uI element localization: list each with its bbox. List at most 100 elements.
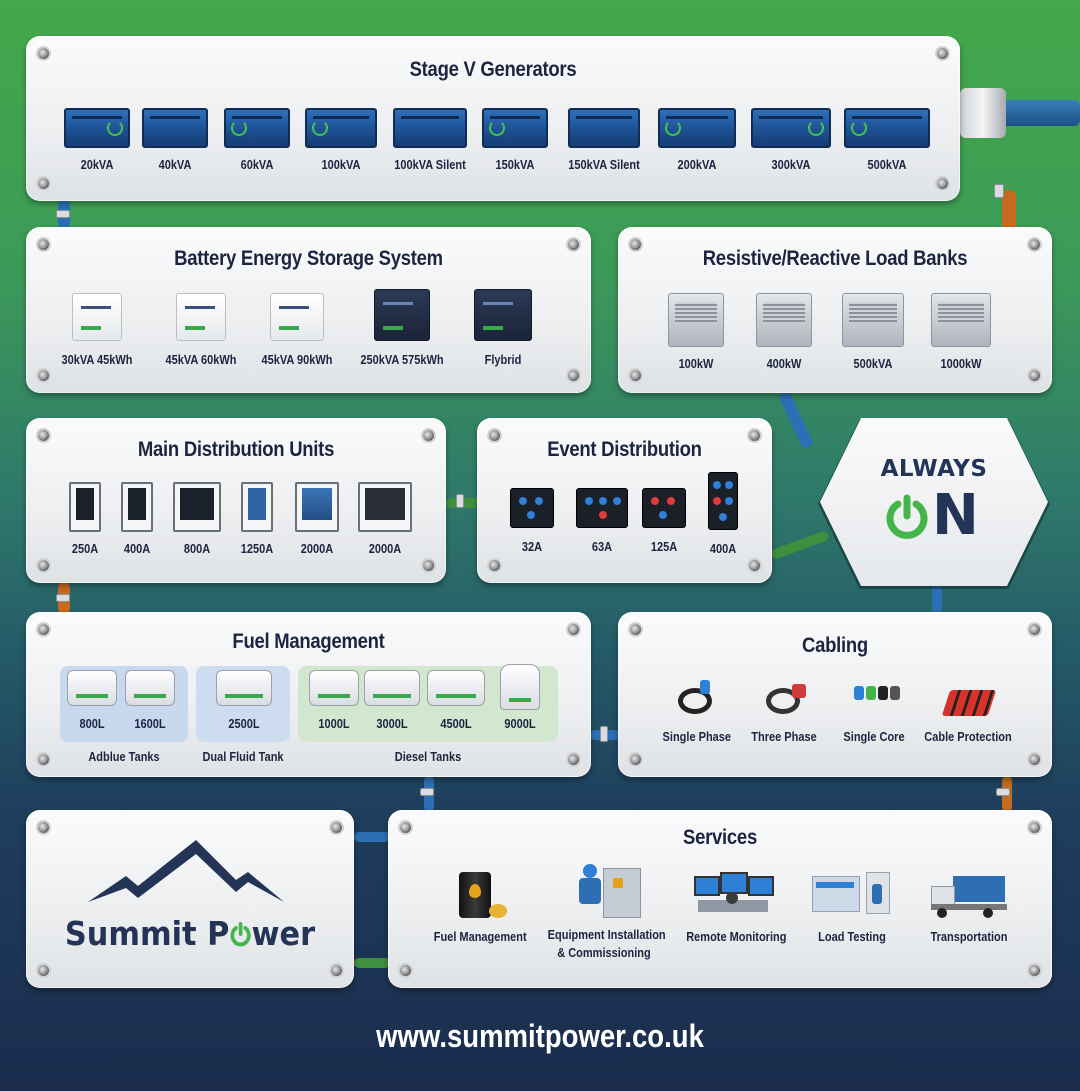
mdu-image	[173, 482, 221, 532]
screw	[1029, 624, 1040, 635]
generator-image	[64, 108, 130, 148]
pipe-green-hex	[770, 530, 830, 560]
event-image	[576, 488, 628, 528]
generator-image	[142, 108, 208, 148]
cable-image	[670, 678, 722, 722]
generator-image	[844, 108, 930, 148]
fuel-item: 800L	[64, 670, 120, 731]
pipe-blue-mid	[777, 390, 815, 450]
generator-image	[568, 108, 640, 148]
event-title: Event Distribution	[547, 438, 702, 461]
fuel-panel: Fuel Management 800L 1600L 2500L 1000L 3…	[26, 612, 591, 777]
generator-item: 100kVA	[300, 108, 382, 172]
screw	[38, 624, 49, 635]
battery-item: 45kVA 90kWh	[252, 293, 342, 367]
fuel-item: 4500L	[424, 670, 488, 731]
services-panel: Services Fuel Management Equipment Insta…	[388, 810, 1052, 988]
event-item: 63A	[571, 488, 633, 554]
generator-image	[305, 108, 377, 148]
screw	[937, 178, 948, 189]
screw	[423, 430, 434, 441]
screw	[423, 560, 434, 571]
pipe-gland	[960, 88, 1006, 138]
generator-item: 150kVA	[474, 108, 556, 172]
screw	[38, 560, 49, 571]
pipe-hex-cabling	[932, 584, 942, 614]
cable-image	[941, 678, 997, 722]
fuel-item: 2500L	[212, 670, 276, 731]
mdu-title: Main Distribution Units	[137, 438, 335, 461]
screw	[1029, 822, 1040, 833]
cable-image	[848, 678, 900, 722]
mdu-item: 250A	[60, 482, 110, 556]
screw	[331, 822, 342, 833]
mdu-item: 400A	[112, 482, 162, 556]
pipe-clip	[996, 788, 1010, 796]
remote-monitoring-icon	[690, 868, 774, 922]
mdu-image	[121, 482, 153, 532]
pipe-brand-services-1	[354, 832, 390, 842]
generator-image	[482, 108, 548, 148]
pipe-clip	[456, 494, 464, 508]
mdu-image	[69, 482, 101, 532]
cable-image	[758, 678, 810, 722]
cabling-panel: Cabling Single Phase Three Phase Single …	[618, 612, 1052, 777]
truck-icon	[927, 868, 1011, 922]
screw	[1029, 754, 1040, 765]
screw	[1029, 965, 1040, 976]
loadbanks-panel: Resistive/Reactive Load Banks 100kW 400k…	[618, 227, 1052, 393]
screw	[38, 48, 49, 59]
screw	[937, 48, 948, 59]
screw	[749, 430, 760, 441]
battery-item: 45kVA 60kWh	[156, 293, 246, 367]
screw	[38, 430, 49, 441]
generator-image	[658, 108, 736, 148]
mdu-item: 2000A	[352, 482, 418, 556]
event-item: 400A	[701, 472, 745, 556]
tank-image	[309, 670, 359, 706]
generator-item: 500kVA	[842, 108, 932, 172]
battery-image	[374, 289, 430, 341]
generators-title: Stage V Generators	[409, 58, 577, 81]
cable-item: Single Core	[834, 678, 914, 744]
screw	[630, 624, 641, 635]
event-item: 32A	[507, 488, 557, 554]
service-item: Load Testing	[804, 868, 900, 944]
battery-title: Battery Energy Storage System	[174, 247, 443, 270]
fuel-group-label: Dual Fluid Tank	[202, 750, 284, 764]
generator-item: 300kVA	[748, 108, 834, 172]
pipe-brand-services-2	[354, 958, 390, 968]
screw	[331, 965, 342, 976]
cable-item: Single Phase	[658, 678, 734, 744]
tank-image	[364, 670, 420, 706]
event-item: 125A	[639, 488, 689, 554]
tank-image	[500, 664, 540, 710]
generator-item: 40kVA	[134, 108, 216, 172]
mdu-panel: Main Distribution Units 250A 400A 800A 1…	[26, 418, 446, 583]
screw	[38, 822, 49, 833]
loadbank-item: 1000kW	[922, 293, 1000, 371]
website-url[interactable]: www.summitpower.co.uk	[376, 1018, 704, 1054]
generator-item: 60kVA	[216, 108, 298, 172]
fuel-group-label: Adblue Tanks	[88, 750, 160, 764]
screw	[568, 624, 579, 635]
always-on-line1: ALWAYS	[880, 456, 988, 482]
generator-image	[224, 108, 290, 148]
pipe-clip	[420, 788, 434, 796]
brand-power-icon	[229, 917, 251, 947]
mdu-image	[358, 482, 412, 532]
screw	[568, 239, 579, 250]
fuel-barrel-icon	[441, 868, 511, 922]
pipe-clip	[994, 184, 1004, 198]
generator-image	[393, 108, 467, 148]
cable-item: Three Phase	[746, 678, 822, 744]
mountain-logo-icon	[86, 836, 286, 912]
event-image	[708, 472, 738, 530]
generator-item: 150kVA Silent	[560, 108, 648, 172]
loadbanks-title: Resistive/Reactive Load Banks	[702, 247, 968, 270]
mdu-item: 800A	[168, 482, 226, 556]
fuel-group-label: Diesel Tanks	[394, 750, 462, 764]
loadbank-image	[756, 293, 812, 347]
battery-item: Flybrid	[460, 289, 546, 367]
